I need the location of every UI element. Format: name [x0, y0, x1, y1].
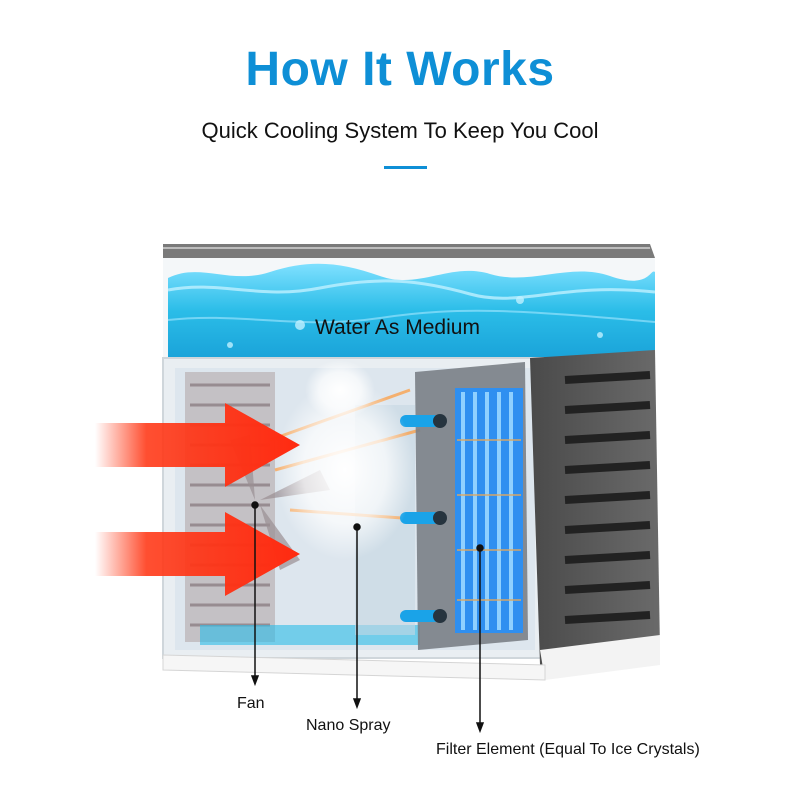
cooler-lid: [163, 244, 655, 258]
water-medium-label: Water As Medium: [315, 316, 480, 339]
nano-spray-callout-line: [352, 523, 362, 710]
cooler-base: [162, 654, 546, 681]
water-tank: [163, 258, 656, 358]
fan-label: Fan: [237, 695, 265, 712]
page-title: How It Works: [245, 43, 555, 96]
fan-callout-line: [250, 501, 260, 687]
side-vents: [530, 350, 660, 680]
nano-spray-mist: [275, 360, 415, 560]
filter-callout-line: [475, 544, 485, 734]
title-divider: [384, 166, 427, 169]
nano-spray-label: Nano Spray: [306, 717, 391, 734]
hot-air-arrow-top: [95, 403, 300, 487]
filter-element-label: Filter Element (Equal To Ice Crystals): [436, 741, 700, 758]
filter-element: [400, 362, 528, 650]
hot-air-arrow-bottom: [95, 512, 300, 596]
page-subtitle: Quick Cooling System To Keep You Cool: [201, 118, 599, 143]
